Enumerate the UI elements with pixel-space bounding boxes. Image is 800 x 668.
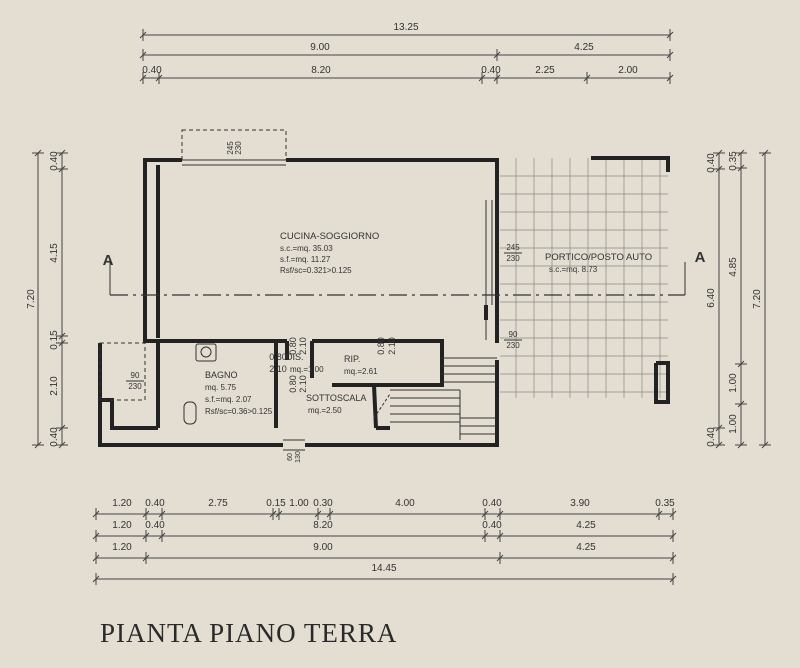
dim-right-total: 7.20 [752, 289, 763, 309]
bathroom-fixtures [183, 343, 217, 425]
room-bagno-sf: s.f.=mq. 2.07 [205, 395, 252, 404]
dim-right-col2-b: 4.85 [728, 257, 739, 277]
openings-detail [99, 129, 493, 451]
top-window-height: 230 [234, 141, 243, 155]
bagno-door-height: 2.10 [269, 364, 287, 374]
portico-door-bottom-width: 90 [509, 330, 518, 339]
dim-bottom-r2-b: 0.40 [145, 520, 165, 531]
rip-door-height: 2.10 [387, 337, 397, 355]
staircase [373, 357, 497, 440]
dim-left-e: 0.40 [49, 427, 60, 447]
portico-door-top-height: 230 [506, 254, 520, 263]
dim-left-total: 7.20 [26, 289, 37, 309]
dim-top-row2-a: 9.00 [310, 42, 330, 53]
dim-right-col2-d: 1.00 [728, 414, 739, 434]
dim-right-col2-a: 0.35 [728, 151, 739, 171]
dim-bottom-r3-c: 4.25 [576, 542, 596, 553]
dim-bottom-r1-j: 0.35 [655, 498, 675, 509]
room-portico-sc: s.c.=mq. 8.73 [549, 265, 598, 274]
room-bagno-name: BAGNO [205, 370, 238, 380]
top-window-width: 245 [226, 141, 235, 155]
dim-bottom-r1-e: 1.00 [289, 498, 309, 509]
dim-top-row2-b: 4.25 [574, 42, 594, 53]
dim-top-total: 13.25 [393, 22, 418, 33]
room-sottoscala-mq: mq.=2.50 [308, 406, 342, 415]
sottoscala-door-height: 2.10 [298, 375, 308, 393]
room-portico-name: PORTICO/POSTO AUTO [545, 252, 652, 263]
section-marker-right: A [695, 249, 706, 266]
room-cucina-name: CUCINA-SOGGIORNO [280, 231, 379, 242]
opening-labels: 245 230 245 230 90 230 90 230 0.80 2.10 … [126, 141, 522, 463]
top-dimension-lines: 13.25 9.00 4.25 0.40 8.20 0.40 2.25 2.00 [139, 22, 674, 84]
dim-bottom-r2-e: 4.25 [576, 520, 596, 531]
dim-left-d: 2.10 [49, 376, 60, 396]
bottom-dimension-lines: 1.20 0.40 2.75 0.15 1.00 0.30 4.00 0.40 … [92, 498, 677, 585]
dim-bottom-r3-b: 9.00 [313, 542, 333, 553]
dim-left-b: 4.15 [49, 243, 60, 263]
dim-bottom-r2-c: 8.20 [313, 520, 333, 531]
dim-top-row3-e: 2.00 [618, 65, 638, 76]
bagno-window-width: 90 [131, 371, 140, 380]
toilet-icon [183, 401, 197, 425]
interior-walls [100, 339, 444, 430]
room-rip-mq: mq.=2.61 [344, 367, 378, 376]
dim-top-row3-d: 2.25 [535, 65, 555, 76]
dim-top-row3-c: 0.40 [481, 65, 501, 76]
dim-bottom-r2-a: 1.20 [112, 520, 132, 531]
dim-bottom-r1-f: 0.30 [313, 498, 333, 509]
room-rip-name: RIP. [344, 354, 360, 364]
room-bagno-ratio: Rsf/sc=0.36>0.125 [205, 407, 273, 416]
room-cucina-ratio: Rsf/sc=0.321>0.125 [280, 266, 352, 275]
dim-right-col1-c: 0.40 [706, 427, 717, 447]
entrance-height: 130 [295, 451, 302, 463]
dim-left-c: 0.15 [49, 330, 60, 350]
right-dimension-lines: 0.40 6.40 0.40 0.35 4.85 1.00 1.00 7.20 [706, 149, 771, 449]
dim-bottom-total: 14.45 [371, 563, 396, 574]
section-marker-left: A [103, 252, 114, 269]
plan-title: PIANTA PIANO TERRA [100, 618, 398, 648]
sottoscala-door-width: 0.80 [288, 375, 298, 393]
dim-right-col1-b: 6.40 [706, 288, 717, 308]
room-labels: CUCINA-SOGGIORNO s.c.=mq. 35.03 s.f.=mq.… [205, 231, 652, 416]
dim-right-col2-c: 1.00 [728, 373, 739, 393]
room-dis-mq: mq.=1.00 [290, 365, 324, 374]
dim-bottom-r3-a: 1.20 [112, 542, 132, 553]
dim-bottom-r1-b: 0.40 [145, 498, 165, 509]
bagno-door-width: 0.80 [269, 352, 287, 362]
dim-bottom-r1-h: 0.40 [482, 498, 502, 509]
dis-door-height: 2.10 [298, 337, 308, 355]
bagno-window-height: 230 [128, 382, 142, 391]
rip-door-width: 0.80 [376, 337, 386, 355]
room-dis-name: DIS. [286, 352, 304, 362]
dim-top-row3-b: 8.20 [311, 65, 331, 76]
exterior-walls [98, 156, 670, 447]
room-cucina-sf: s.f.=mq. 11.27 [280, 255, 331, 264]
dim-top-row3-a: 0.40 [142, 65, 162, 76]
dim-bottom-r1-d: 0.15 [266, 498, 286, 509]
dis-door-width: 0.80 [288, 337, 298, 355]
left-dimension-lines: 7.20 0.40 4.15 0.15 2.10 0.40 [26, 149, 68, 449]
portico-door-bottom-height: 230 [506, 341, 520, 350]
section-line: A A [103, 249, 706, 296]
portico-tile-grid [500, 158, 668, 398]
entrance-width: 60 [287, 453, 294, 461]
dim-bottom-r2-d: 0.40 [482, 520, 502, 531]
dim-right-col1-a: 0.40 [706, 153, 717, 173]
dim-left-a: 0.40 [49, 151, 60, 171]
portico-door-top-width: 245 [506, 243, 520, 252]
dim-bottom-r1-c: 2.75 [208, 498, 228, 509]
room-bagno-mq: mq. 5.75 [205, 383, 237, 392]
dim-bottom-r1-g: 4.00 [395, 498, 415, 509]
room-sottoscala-name: SOTTOSCALA [306, 393, 366, 403]
dim-bottom-r1-a: 1.20 [112, 498, 132, 509]
sink-icon [195, 343, 217, 362]
room-cucina-sc: s.c.=mq. 35.03 [280, 244, 333, 253]
dim-bottom-r1-i: 3.90 [570, 498, 590, 509]
